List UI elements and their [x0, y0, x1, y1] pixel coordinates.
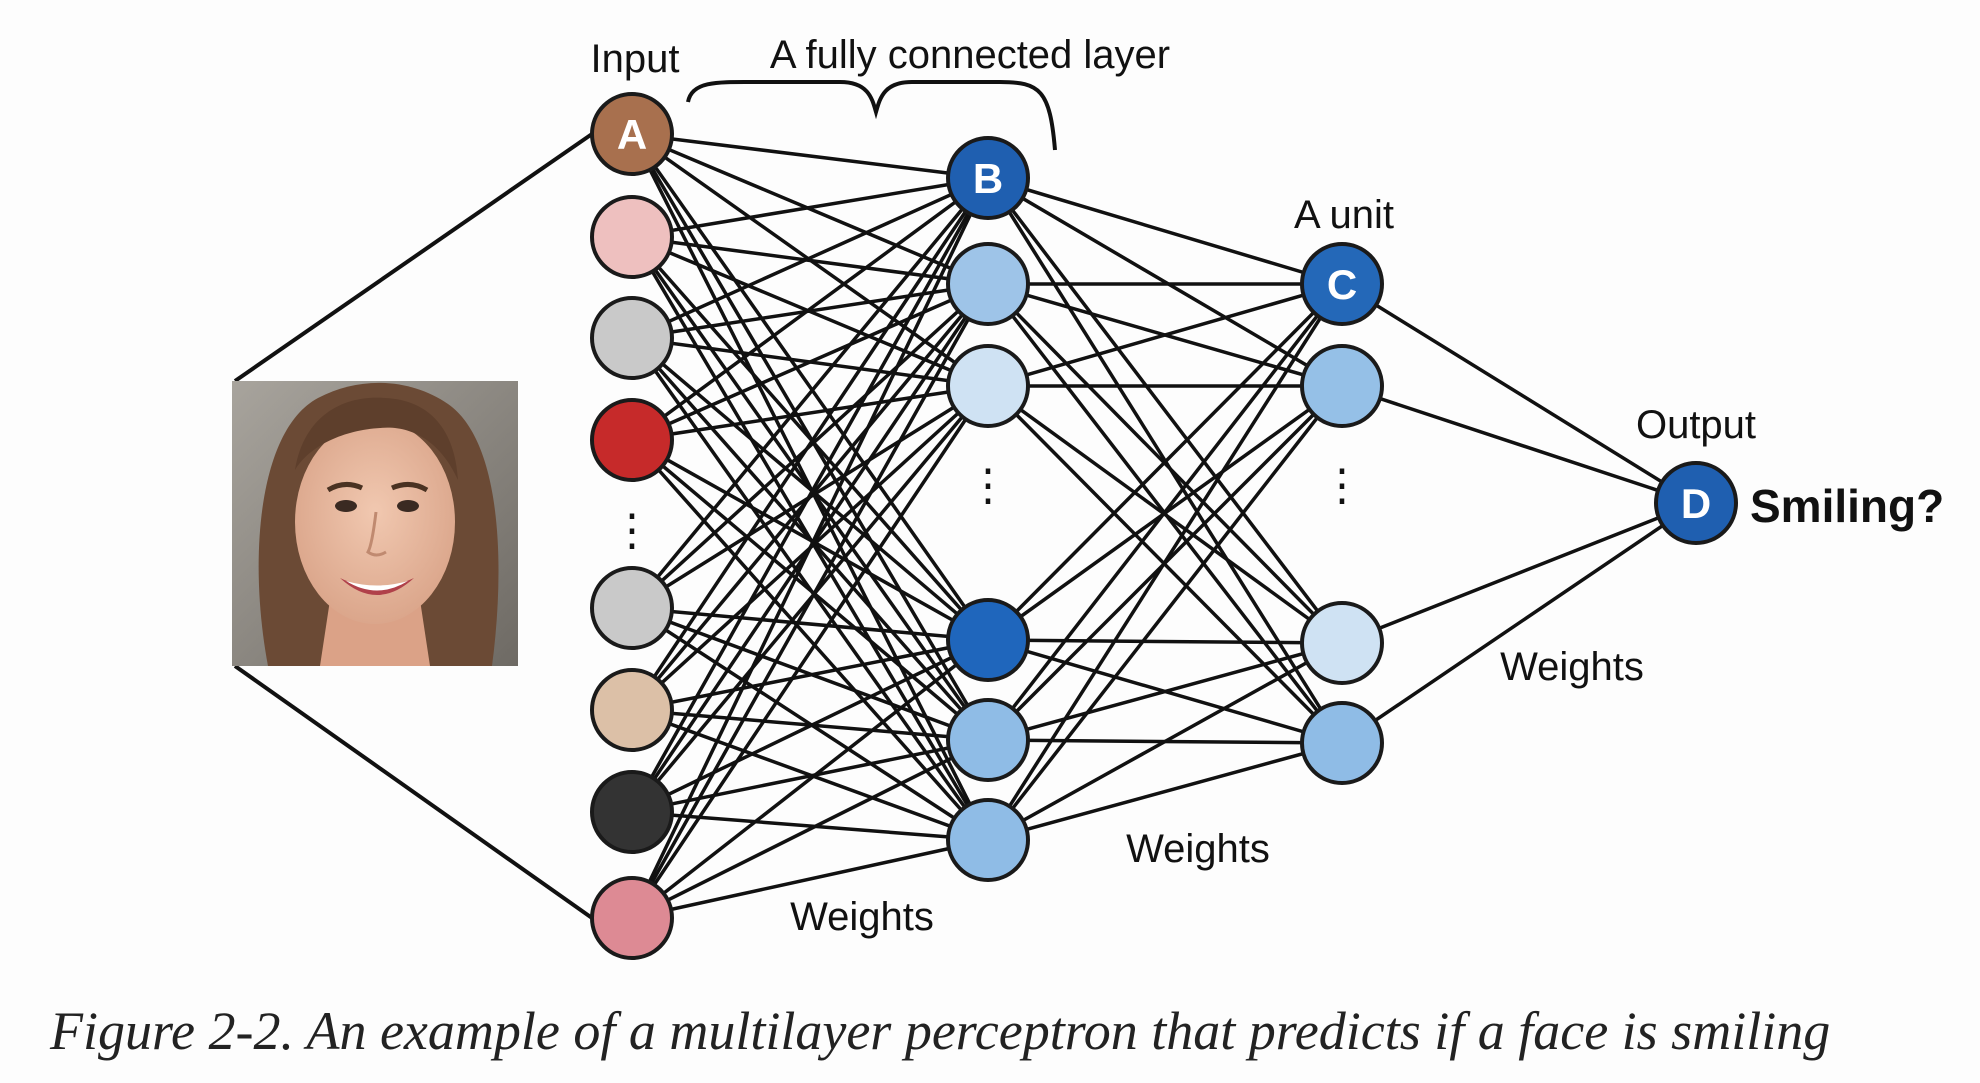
- weight-edge-hidden2-output: [1341, 282, 1697, 505]
- hidden1-node: [946, 242, 1030, 326]
- a-unit-label: A unit: [1294, 193, 1394, 237]
- weight-edge-input-hidden1: [630, 235, 990, 642]
- weight-edge-input-hidden1: [631, 384, 989, 442]
- hidden2-node: [1300, 242, 1384, 326]
- hidden2-node: [1300, 344, 1384, 428]
- weight-edge-hidden1-hidden2: [987, 176, 1343, 388]
- weight-edge-input-hidden1: [631, 235, 989, 286]
- output-label: Output: [1636, 403, 1756, 447]
- photo-connector-bottom: [233, 664, 594, 920]
- weight-edge-hidden1-hidden2: [987, 282, 1343, 388]
- weight-edge-input-hidden1: [630, 336, 990, 642]
- weight-edge-hidden1-hidden2: [986, 176, 1344, 645]
- hidden2-node-letter: C: [1327, 261, 1357, 308]
- weight-edge-input-hidden1: [631, 838, 989, 920]
- face-photo: [232, 381, 518, 666]
- weight-edge-input-hidden1: [631, 176, 989, 239]
- weight-edge-hidden1-hidden2: [986, 282, 1344, 742]
- figure-caption: Figure 2-2. An example of a multilayer p…: [50, 1001, 1831, 1061]
- weight-edge-input-hidden1: [630, 176, 990, 442]
- input-node: [590, 770, 674, 854]
- weight-edge-hidden1-hidden2: [986, 283, 1344, 841]
- fully-connected-label: A fully connected layer: [770, 33, 1170, 77]
- weights-label-1: Weights: [790, 895, 934, 939]
- weights-label-3: Weights: [1500, 645, 1644, 689]
- connection-lines: [233, 132, 1697, 920]
- weight-edge-hidden2-output: [1341, 384, 1697, 505]
- hidden1-node: [946, 698, 1030, 782]
- hidden1-node-letter: B: [973, 155, 1003, 202]
- input-label: Input: [591, 37, 680, 81]
- weight-edge-input-hidden1: [631, 176, 989, 340]
- hidden2-ellipsis: ⋮: [1320, 461, 1364, 510]
- weight-edge-input-hidden1: [631, 738, 989, 814]
- weight-edge-input-hidden1: [630, 177, 990, 813]
- weight-edge-input-hidden1: [630, 385, 990, 919]
- weight-edge-input-hidden1: [630, 177, 990, 711]
- weight-edge-hidden1-hidden2: [987, 741, 1343, 842]
- weight-edge-input-hidden1: [630, 438, 990, 742]
- weight-edge-input-hidden1: [630, 438, 990, 842]
- input-node-letter: A: [617, 111, 647, 158]
- input-node: [590, 92, 674, 176]
- weight-edge-hidden1-hidden2: [986, 384, 1344, 842]
- hidden1-node: [946, 344, 1030, 428]
- weight-edge-input-hidden1: [631, 738, 989, 920]
- weight-edge-input-hidden1: [630, 638, 990, 920]
- weight-edge-input-hidden1: [630, 176, 990, 610]
- weight-edge-input-hidden1: [631, 638, 989, 814]
- weight-edge-hidden1-hidden2: [987, 641, 1343, 742]
- output-node: [1654, 461, 1738, 545]
- weight-edge-input-hidden1: [631, 638, 989, 712]
- photo-connector-top: [233, 132, 594, 383]
- hidden1-ellipsis: ⋮: [966, 461, 1010, 510]
- input-node: [590, 876, 674, 960]
- weight-edge-input-hidden1: [630, 283, 990, 919]
- weights-label-2: Weights: [1126, 827, 1270, 871]
- smiling-label: Smiling?: [1750, 480, 1944, 532]
- hidden2-node: [1300, 701, 1384, 785]
- output-node-letter: D: [1681, 480, 1711, 527]
- weight-edge-hidden2-output: [1341, 501, 1697, 645]
- hidden1-node: [946, 136, 1030, 220]
- weight-edge-input-hidden1: [630, 132, 990, 642]
- fully-connected-brace: [686, 79, 1057, 151]
- weight-edge-input-hidden1: [631, 810, 989, 842]
- weight-edge-input-hidden1: [631, 438, 989, 642]
- input-node: [590, 296, 674, 380]
- input-node: [590, 195, 674, 279]
- weight-edge-hidden2-output: [1341, 501, 1697, 745]
- weight-edge-input-hidden1: [630, 177, 990, 919]
- input-node: [590, 566, 674, 650]
- weight-edge-hidden1-hidden2: [987, 638, 1343, 645]
- weight-edge-input-hidden1: [631, 282, 989, 442]
- weight-edge-input-hidden1: [631, 132, 989, 180]
- hidden1-node: [946, 598, 1030, 682]
- weight-edge-hidden1-hidden2: [986, 282, 1344, 642]
- input-node: [590, 668, 674, 752]
- input-ellipsis: ⋮: [610, 506, 654, 555]
- weight-edge-input-hidden1: [631, 606, 989, 642]
- weight-edge-hidden1-hidden2: [987, 176, 1343, 286]
- network-nodes: A B C D: [590, 92, 1738, 960]
- hidden1-node: [946, 798, 1030, 882]
- input-node: [590, 398, 674, 482]
- hidden2-node: [1300, 601, 1384, 685]
- weight-edge-hidden1-hidden2: [987, 641, 1343, 842]
